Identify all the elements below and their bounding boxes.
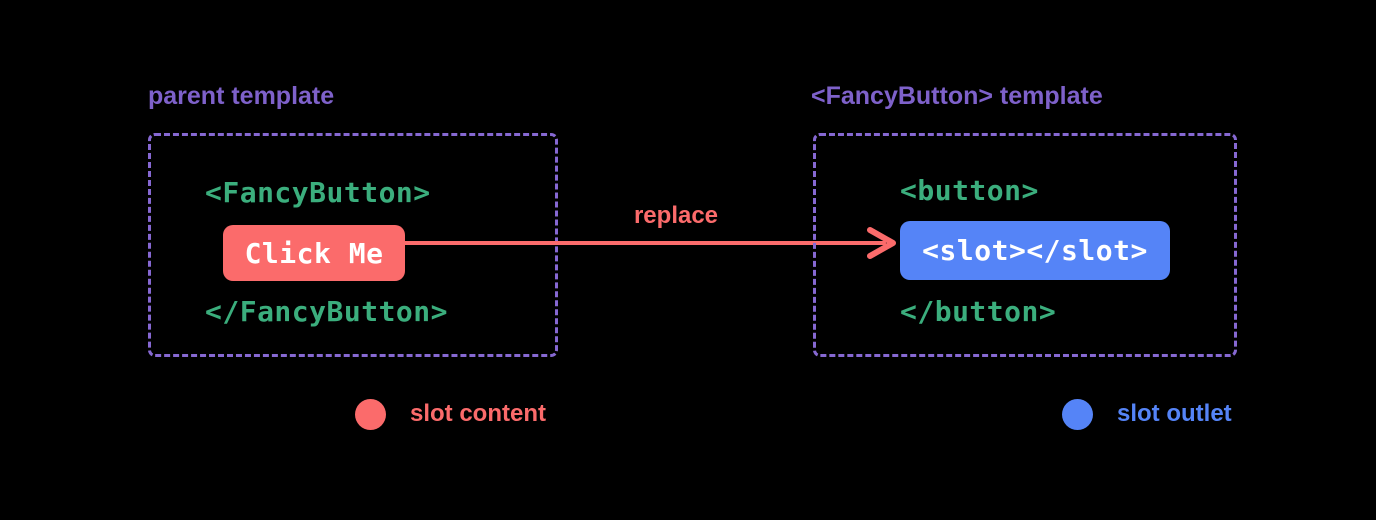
button-close-tag: </button>	[900, 295, 1057, 328]
legend-slot-content: slot content	[355, 398, 546, 430]
click-me-button: Click Me	[223, 225, 405, 281]
slot-outlet-dot-icon	[1062, 398, 1093, 430]
slot-content-label: slot content	[410, 400, 546, 427]
fancybutton-close-tag: </FancyButton>	[205, 295, 449, 328]
fancybutton-template-box: <button> <slot></slot> </button>	[813, 133, 1237, 357]
legend-slot-outlet: slot outlet	[1062, 398, 1232, 430]
slot-outlet-legend-label: slot outlet	[1117, 400, 1232, 427]
replace-arrow-icon	[404, 227, 896, 259]
parent-template-title: parent template	[148, 82, 335, 110]
fancybutton-template-title: <FancyButton> template	[811, 82, 1103, 110]
fancybutton-open-tag: <FancyButton>	[205, 176, 431, 209]
parent-template-box: <FancyButton> Click Me </FancyButton>	[148, 133, 558, 357]
button-open-tag: <button>	[900, 174, 1039, 207]
slot-outlet-label: <slot></slot>	[922, 234, 1148, 267]
slot-outlet-box: <slot></slot>	[900, 221, 1170, 280]
slot-content-dot-icon	[355, 398, 386, 430]
replace-label: replace	[633, 202, 719, 229]
click-me-label: Click Me	[244, 236, 384, 270]
